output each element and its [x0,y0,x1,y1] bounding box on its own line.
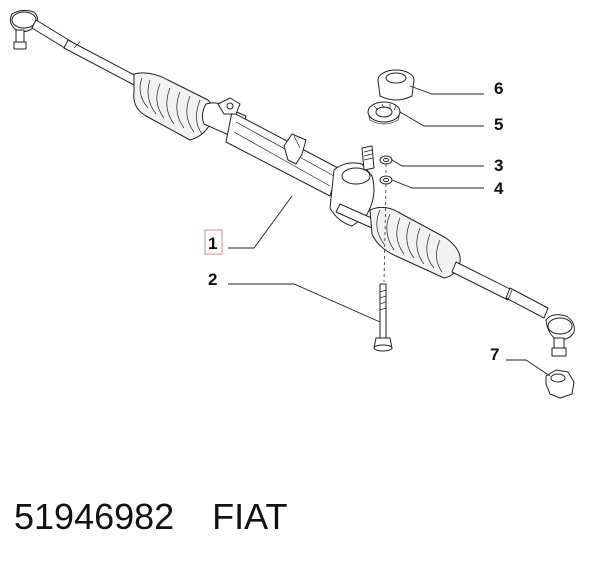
leader-3 [391,159,484,167]
part-3-nut [379,155,393,165]
leader-6 [409,85,484,95]
part-5-bearing [367,101,401,125]
right-tie-rod-end [545,314,575,357]
leader-4 [391,179,484,189]
part-7-nut [545,369,575,399]
callout-6[interactable]: 6 [494,79,503,98]
left-tie-rod-end [9,9,73,51]
callout-1-highlight [204,229,223,255]
leader-5 [399,111,484,127]
footer: 51946982 FIAT [14,492,288,542]
callout-1[interactable]: 1 [208,234,217,253]
left-bellows-boot [133,72,214,141]
callout-4[interactable]: 4 [494,179,504,198]
rack-housing [201,97,339,197]
right-bellows-boot [369,206,461,279]
leader-1 [228,195,293,249]
callout-7[interactable]: 7 [490,345,499,364]
right-tie-rod [451,261,549,319]
steering-rack-diagram: 1 2 3 4 5 6 7 [9,9,575,399]
part-number: 51946982 [14,496,175,537]
part-6-cap [377,69,415,101]
pinion-housing [329,145,377,229]
leader-7 [506,359,551,377]
part-4-washer [379,175,393,185]
callout-5[interactable]: 5 [494,115,503,134]
callout-3[interactable]: 3 [494,156,503,175]
brand-name: FIAT [212,496,288,537]
left-tie-rod [63,39,141,87]
callout-2[interactable]: 2 [208,270,217,289]
leader-2 [228,283,381,323]
part-2-bolt [373,283,393,352]
